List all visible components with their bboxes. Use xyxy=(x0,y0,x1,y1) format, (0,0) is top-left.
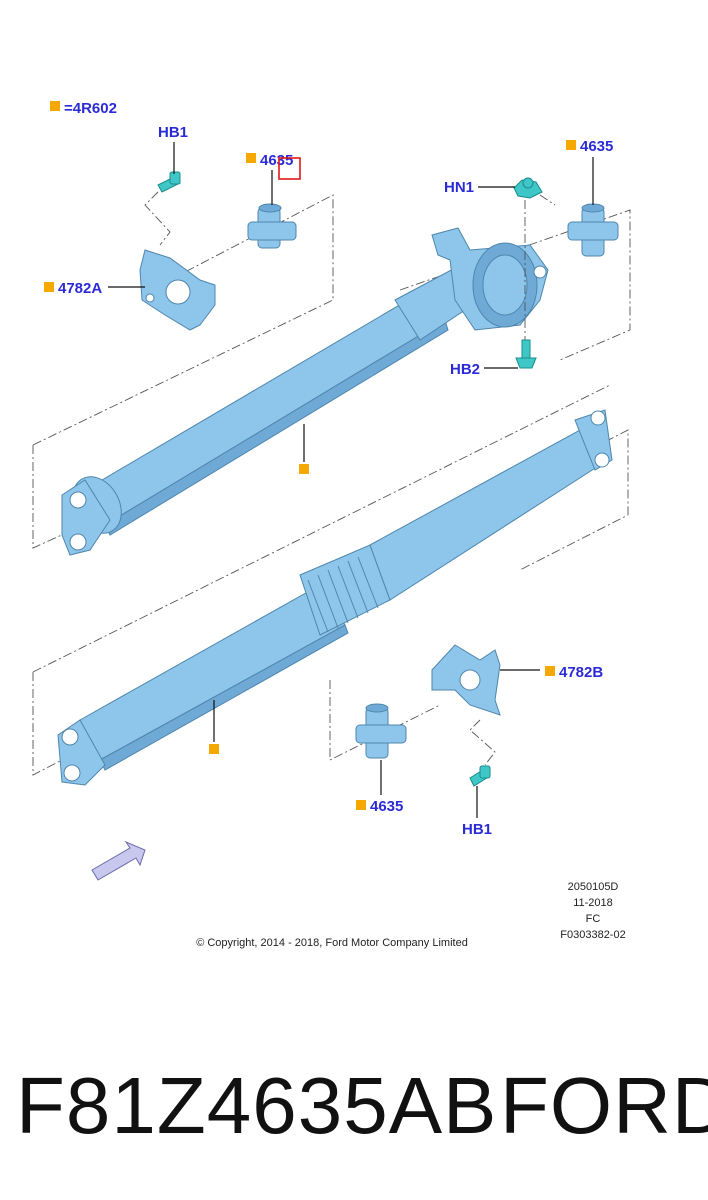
highlight-box xyxy=(278,157,301,180)
u-joint-right xyxy=(567,203,619,257)
marker-lower-shaft xyxy=(209,744,219,754)
lower-shaft-boundary-left xyxy=(32,672,121,776)
lower-joint-boundary xyxy=(329,680,441,761)
lower-shaft-boundary-top xyxy=(32,384,611,673)
callout-4635-right[interactable]: 4635 xyxy=(580,138,613,155)
flange-4782a xyxy=(139,249,216,331)
callout-4635-top[interactable]: 4635 xyxy=(260,152,293,169)
brand-name: FORD xyxy=(500,1061,708,1150)
copyright-notice: © Copyright, 2014 - 2018, Ford Motor Com… xyxy=(196,937,468,949)
marker-4635-top xyxy=(246,153,256,163)
marker-4635-right xyxy=(566,140,576,150)
center-bearing-assembly xyxy=(431,227,549,331)
direction-arrow-icon xyxy=(91,840,146,881)
spline-section xyxy=(299,544,391,636)
legend-marker xyxy=(50,101,60,111)
drawing-code: FC xyxy=(586,913,601,925)
part-number-title: F81Z4635AB xyxy=(16,1061,498,1150)
marker-4782a xyxy=(44,282,54,292)
marker-4782b xyxy=(545,666,555,676)
hb1-top-path xyxy=(144,191,171,246)
hn1-path xyxy=(539,194,556,206)
hb1-bottom-path xyxy=(469,719,496,766)
u-joint-bottom xyxy=(355,703,407,759)
callout-hb1-top[interactable]: HB1 xyxy=(158,124,188,141)
callout-4782a[interactable]: 4782A xyxy=(58,280,102,297)
bolt-hb2 xyxy=(515,339,537,369)
flange-4782b xyxy=(431,644,501,716)
upper-driveshaft xyxy=(61,267,481,556)
callout-hn1[interactable]: HN1 xyxy=(444,179,474,196)
upper-shaft-boundary-top xyxy=(32,194,334,446)
marker-4635-bottom xyxy=(356,800,366,810)
parts-diagram: =4R602 xyxy=(32,100,631,949)
bolt-hb1-top xyxy=(157,171,181,193)
drawing-reference: F0303382-02 xyxy=(560,929,625,941)
u-joint-top xyxy=(247,203,297,249)
lower-driveshaft xyxy=(57,409,613,786)
marker-upper-shaft xyxy=(299,464,309,474)
callout-hb2[interactable]: HB2 xyxy=(450,361,480,378)
callout-hb1-bottom[interactable]: HB1 xyxy=(462,821,492,838)
drawing-date: 11-2018 xyxy=(573,897,613,909)
callout-4782b[interactable]: 4782B xyxy=(559,664,603,681)
legend-code: =4R602 xyxy=(64,100,117,117)
callout-4635-bottom[interactable]: 4635 xyxy=(370,798,403,815)
nut-hn1 xyxy=(513,177,543,199)
bolt-hb1-bottom xyxy=(469,765,491,787)
drawing-number: 2050105D xyxy=(568,881,619,893)
